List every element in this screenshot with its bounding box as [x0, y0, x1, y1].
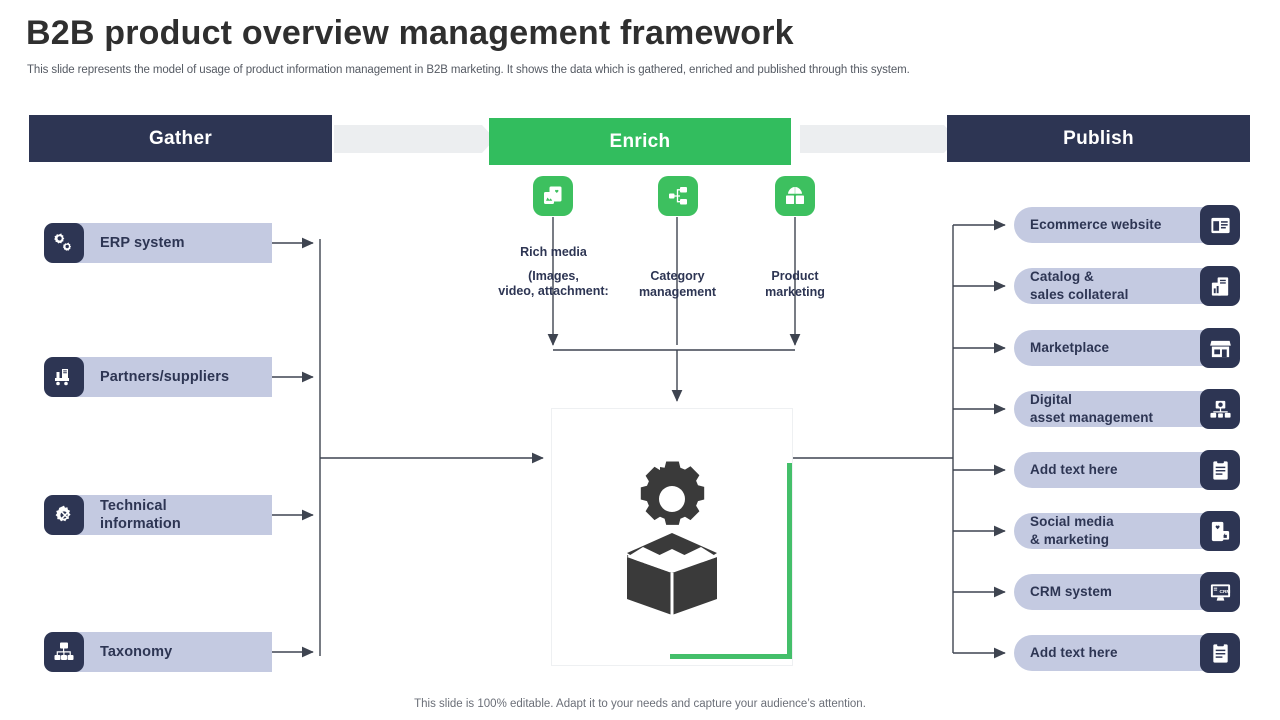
- storefront-icon: [1200, 328, 1240, 368]
- green-accent-vertical: [787, 463, 792, 659]
- catalog-chart-icon: [1200, 266, 1240, 306]
- gears-icon: [44, 223, 84, 263]
- enrich-label-category-management: Category management: [638, 269, 717, 299]
- gather-item-technical-information[interactable]: Technical information: [44, 495, 272, 535]
- gather-item-label: Technical information: [100, 497, 181, 532]
- publish-item-label: Ecommerce website: [1030, 217, 1162, 233]
- footer-note: This slide is 100% editable. Adapt it to…: [414, 698, 866, 710]
- page-title: B2B product overview management framewor…: [26, 14, 794, 52]
- publish-item-bar: Add text here: [1014, 452, 1220, 488]
- enrich-label-text: Rich media: [520, 245, 587, 259]
- svg-text:CRM: CRM: [1219, 589, 1230, 595]
- gather-item-bar: Technical information: [66, 495, 272, 535]
- gather-item-erp-system[interactable]: ERP system: [44, 223, 272, 263]
- publish-item-label: Digital asset management: [1030, 392, 1154, 425]
- chevron-connector-2: [800, 125, 957, 153]
- publish-item-bar: Add text here: [1014, 635, 1220, 671]
- enrich-label-rich-media: Rich media (Images, video, attachment:: [470, 245, 637, 300]
- gather-item-label: Taxonomy: [100, 643, 173, 660]
- publish-item-label: Marketplace: [1030, 340, 1110, 356]
- publish-item-ecommerce-website[interactable]: Ecommerce website: [1014, 205, 1240, 245]
- publish-item-social-media-marketing[interactable]: Social media & marketing: [1014, 511, 1240, 551]
- product-marketing-icon: [775, 176, 815, 216]
- gear-open-box-icon: [597, 455, 747, 620]
- clipboard-icon: [1200, 450, 1240, 490]
- enrich-label-product-marketing: Product marketing: [765, 269, 825, 299]
- publish-item-digital-asset-management[interactable]: Digital asset management: [1014, 389, 1240, 429]
- page-subtitle: This slide represents the model of usage…: [27, 64, 910, 76]
- gather-item-taxonomy[interactable]: Taxonomy: [44, 632, 272, 672]
- delivery-cart-icon: [44, 357, 84, 397]
- clipboard-icon: [1200, 633, 1240, 673]
- central-product-box: [551, 408, 793, 666]
- phase-bar-publish[interactable]: Publish: [947, 115, 1250, 162]
- web-page-icon: [1200, 205, 1240, 245]
- gather-item-bar: ERP system: [66, 223, 272, 263]
- gather-item-bar: Partners/suppliers: [66, 357, 272, 397]
- dam-network-icon: [1200, 389, 1240, 429]
- phase-bar-gather[interactable]: Gather: [29, 115, 332, 162]
- publish-item-bar: Social media & marketing: [1014, 513, 1220, 549]
- crm-monitor-icon: CRM: [1200, 572, 1240, 612]
- gather-item-partners-suppliers[interactable]: Partners/suppliers: [44, 357, 272, 397]
- publish-item-bar: Catalog & sales collateral: [1014, 268, 1220, 304]
- phase-bar-enrich[interactable]: Enrich: [489, 118, 791, 165]
- publish-item-add-text-here-1[interactable]: Add text here: [1014, 450, 1240, 490]
- social-phone-icon: [1200, 511, 1240, 551]
- publish-item-crm-system[interactable]: CRM system CRM: [1014, 572, 1240, 612]
- green-accent-horizontal: [670, 654, 792, 659]
- publish-item-bar: Marketplace: [1014, 330, 1220, 366]
- publish-item-label: Add text here: [1030, 645, 1118, 661]
- publish-item-catalog-sales-collateral[interactable]: Catalog & sales collateral: [1014, 266, 1240, 306]
- gather-item-bar: Taxonomy: [66, 632, 272, 672]
- publish-item-bar: Digital asset management: [1014, 391, 1220, 427]
- chevron-connector-1: [334, 125, 495, 153]
- publish-item-bar: Ecommerce website: [1014, 207, 1220, 243]
- publish-item-label: Catalog & sales collateral: [1030, 269, 1129, 302]
- publish-item-label: CRM system: [1030, 584, 1113, 600]
- publish-item-label: Add text here: [1030, 462, 1118, 478]
- category-tree-icon: [658, 176, 698, 216]
- publish-item-marketplace[interactable]: Marketplace: [1014, 328, 1240, 368]
- publish-item-add-text-here-2[interactable]: Add text here: [1014, 633, 1240, 673]
- gear-tools-icon: [44, 495, 84, 535]
- publish-item-label: Social media & marketing: [1030, 514, 1114, 547]
- gather-item-label: Partners/suppliers: [100, 368, 230, 385]
- enrich-sublabel-text: (Images, video, attachment:: [498, 268, 609, 299]
- hierarchy-icon: [44, 632, 84, 672]
- rich-media-icon: [533, 176, 573, 216]
- publish-item-bar: CRM system: [1014, 574, 1220, 610]
- gather-item-label: ERP system: [100, 234, 185, 251]
